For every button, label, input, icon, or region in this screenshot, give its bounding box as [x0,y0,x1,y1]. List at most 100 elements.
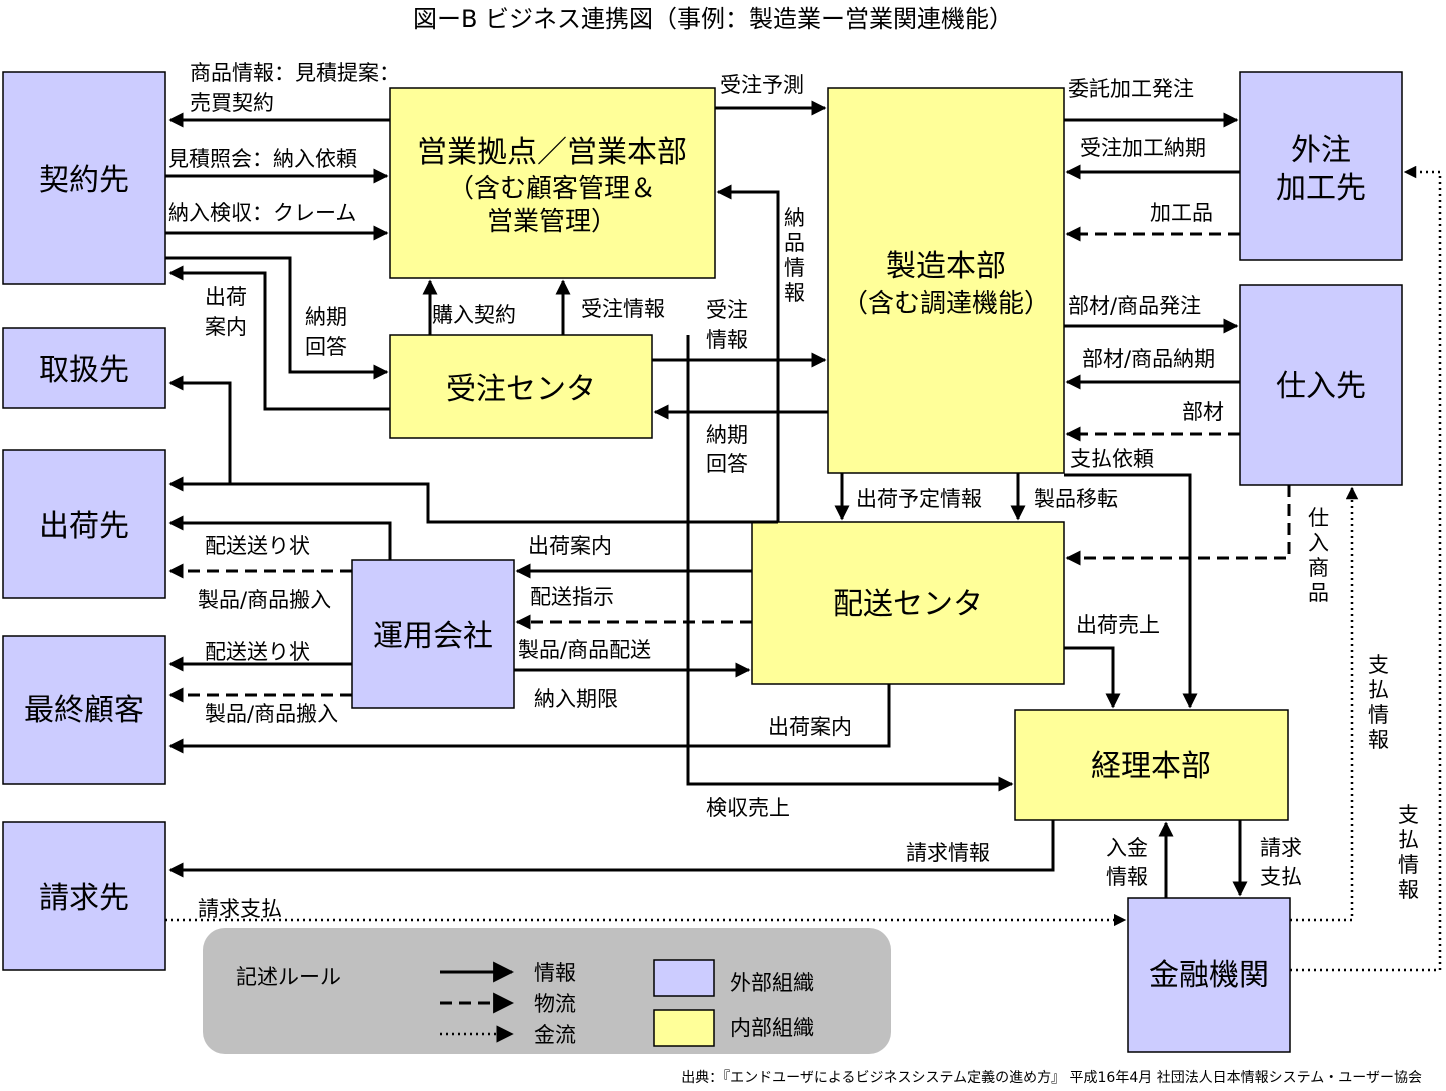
legend-internal-swatch [653,1009,715,1047]
diagram-title: 図ーB ビジネス連携図（事例：製造業ー営業関連機能） [413,5,1013,33]
box-seikyusaki: 請求先 [2,821,166,971]
label-buzai-hatchu: 部材/商品発注 [1068,294,1201,318]
box-haiso-center-label: 配送センタ [833,587,983,622]
legend-solid-label: 情報 [534,961,576,985]
arrow-kenshu-uriage [686,335,1014,792]
box-unyo-kaisha-label: 運用会社 [373,619,493,654]
label-shohin-joho-1: 商品情報：見積提案： [190,61,400,85]
box-haiso-center: 配送センタ [751,521,1065,685]
box-keiyakusaki-label: 契約先 [39,163,129,198]
label-shiharai-joho-2-0: 支 [1398,803,1419,827]
arrows [165,100,1442,972]
label-haiso-shiji: 配送指示 [530,585,614,609]
box-toriatsukaisaki: 取扱先 [2,327,166,409]
label-mitsumori-shokai: 見積照会：納入依頼 [168,147,357,171]
box-seizo-line2: （含む調達機能） [842,289,1050,319]
label-kakohin: 加工品 [1150,201,1213,225]
label-haiso-okurijo-2: 配送送り状 [205,640,310,664]
arrow-shukka-uriage [1064,646,1121,709]
label-shiire-shohin-0: 仕 [1308,506,1329,530]
label-shiharai-joho-1-1: 払 [1368,678,1389,702]
label-noki-kaito-1a: 納期 [305,305,347,329]
label-shiharai-joho-1-3: 報 [1368,728,1389,752]
label-shukka-annai-1a: 出荷 [205,285,247,309]
box-seikyusaki-label: 請求先 [39,881,129,916]
box-eigyo-line2: （含む顧客管理＆ [448,174,656,204]
arrow-noki-kaito-1 [165,256,389,380]
box-keiri-honbu-label: 経理本部 [1091,749,1211,784]
label-seikyu-joho: 請求情報 [906,841,990,865]
box-shukkasaki: 出荷先 [2,449,166,599]
label-noki-kaito-2b: 回答 [706,452,748,476]
arrow-shiire-shohin [1065,485,1291,566]
label-seikyu-shiharai-main: 請求支払 [198,897,282,921]
box-shiiresaki: 仕入先 [1239,284,1403,486]
arrow-shiharai-irai [1064,473,1198,709]
label-shukka-uriage: 出荷売上 [1076,613,1160,637]
box-shukkasaki-label: 出荷先 [39,509,129,544]
arrow-to-toriatsukaisaki [168,375,428,486]
arrow-shukka-annai-3 [168,684,891,754]
box-seizo: 製造本部 （含む調達機能） [827,87,1065,474]
label-buzai: 部材 [1182,400,1224,424]
box-kinyu-kikan-label: 金融機関 [1149,958,1269,993]
label-konyu-keiyaku: 購入契約 [432,303,516,327]
label-seihin-iten: 製品移転 [1034,487,1118,511]
label-noki-kaito-1b: 回答 [305,335,347,359]
legend-dashed-label: 物流 [534,992,576,1016]
label-juchu-joho-2a: 受注 [706,298,748,322]
label-shiharai-joho-1-2: 情 [1368,703,1389,727]
label-nyukin-joho-b: 情報 [1106,865,1148,889]
label-seihin-hannyu-1: 製品/商品搬入 [198,588,331,612]
label-juchu-joho-1: 受注情報 [581,297,665,321]
arrow-shiharai-joho-1 [1290,486,1359,922]
label-nohin-joho-1: 品 [784,231,805,255]
box-eigyo-line1: 営業拠点／営業本部 [417,135,687,170]
label-shiire-shohin-2: 商 [1308,556,1329,580]
legend-title: 記述ルール [236,965,341,989]
label-haiso-okurijo-1: 配送送り状 [205,534,310,558]
box-juchu-center: 受注センタ [389,334,653,439]
label-shiharai-joho-1-0: 支 [1368,653,1389,677]
label-nyukin-joho-a: 入金 [1106,836,1148,860]
label-seikyu-shiharai-a: 請求 [1260,836,1302,860]
legend-dotted-label: 金流 [534,1023,576,1047]
label-shukka-annai-1b: 案内 [205,315,247,339]
label-shukka-annai-3: 出荷案内 [768,715,852,739]
box-gaichu-line1: 外注 [1291,133,1351,168]
label-shiharai-joho-2-3: 報 [1398,878,1419,902]
legend-external-label: 外部組織 [730,971,814,995]
label-nohin-joho-2: 情 [784,256,805,280]
label-buzai-noki: 部材/商品納期 [1082,347,1215,371]
box-juchu-center-label: 受注センタ [446,372,596,407]
source-credit: 出典：『エンドユーザによるビジネスシステム定義の進め方』 平成16年4月 社団法… [681,1069,1422,1086]
box-toriatsukaisaki-label: 取扱先 [39,353,129,388]
box-shiiresaki-label: 仕入先 [1276,369,1366,404]
label-seihin-hannyu-2: 製品/商品搬入 [205,702,338,726]
label-nyuka-kenshu: 納入検収：クレーム [168,201,356,225]
label-shiharai-joho-2-1: 払 [1398,828,1419,852]
box-unyo-kaisha: 運用会社 [351,559,515,709]
arrow-labels: 商品情報：見積提案： 売買契約 見積照会：納入依頼 納入検収：クレーム 出荷 案… [168,61,1419,921]
arrow-shukka-annai-1 [168,265,390,411]
label-kenshu-uriage: 検収売上 [706,796,790,820]
label-seihin-haiso: 製品/商品配送 [518,638,651,662]
arrow-seikyu-joho [168,820,1055,878]
box-eigyo: 営業拠点／営業本部 （含む顧客管理＆ 営業管理） [389,87,716,279]
box-seizo-line1: 製造本部 [886,249,1006,284]
label-nohin-joho-3: 報 [784,281,805,305]
label-seikyu-shiharai-b: 支払 [1260,865,1302,889]
label-shiire-shohin-1: 入 [1308,531,1329,555]
label-juchu-yosoku: 受注予測 [720,73,804,97]
legend-external-swatch [653,959,715,997]
label-shiharai-joho-2-2: 情 [1398,853,1419,877]
box-saishu-kokyaku: 最終顧客 [2,635,166,785]
label-juchu-kako-noki: 受注加工納期 [1080,136,1206,160]
box-eigyo-line3: 営業管理） [487,207,617,237]
legend-internal-label: 内部組織 [730,1016,814,1040]
label-nonyu-kigen: 納入期限 [534,687,618,711]
label-noki-kaito-2a: 納期 [706,423,748,447]
box-gaichu: 外注 加工先 [1239,71,1403,261]
box-saishu-kokyaku-label: 最終顧客 [24,693,144,728]
